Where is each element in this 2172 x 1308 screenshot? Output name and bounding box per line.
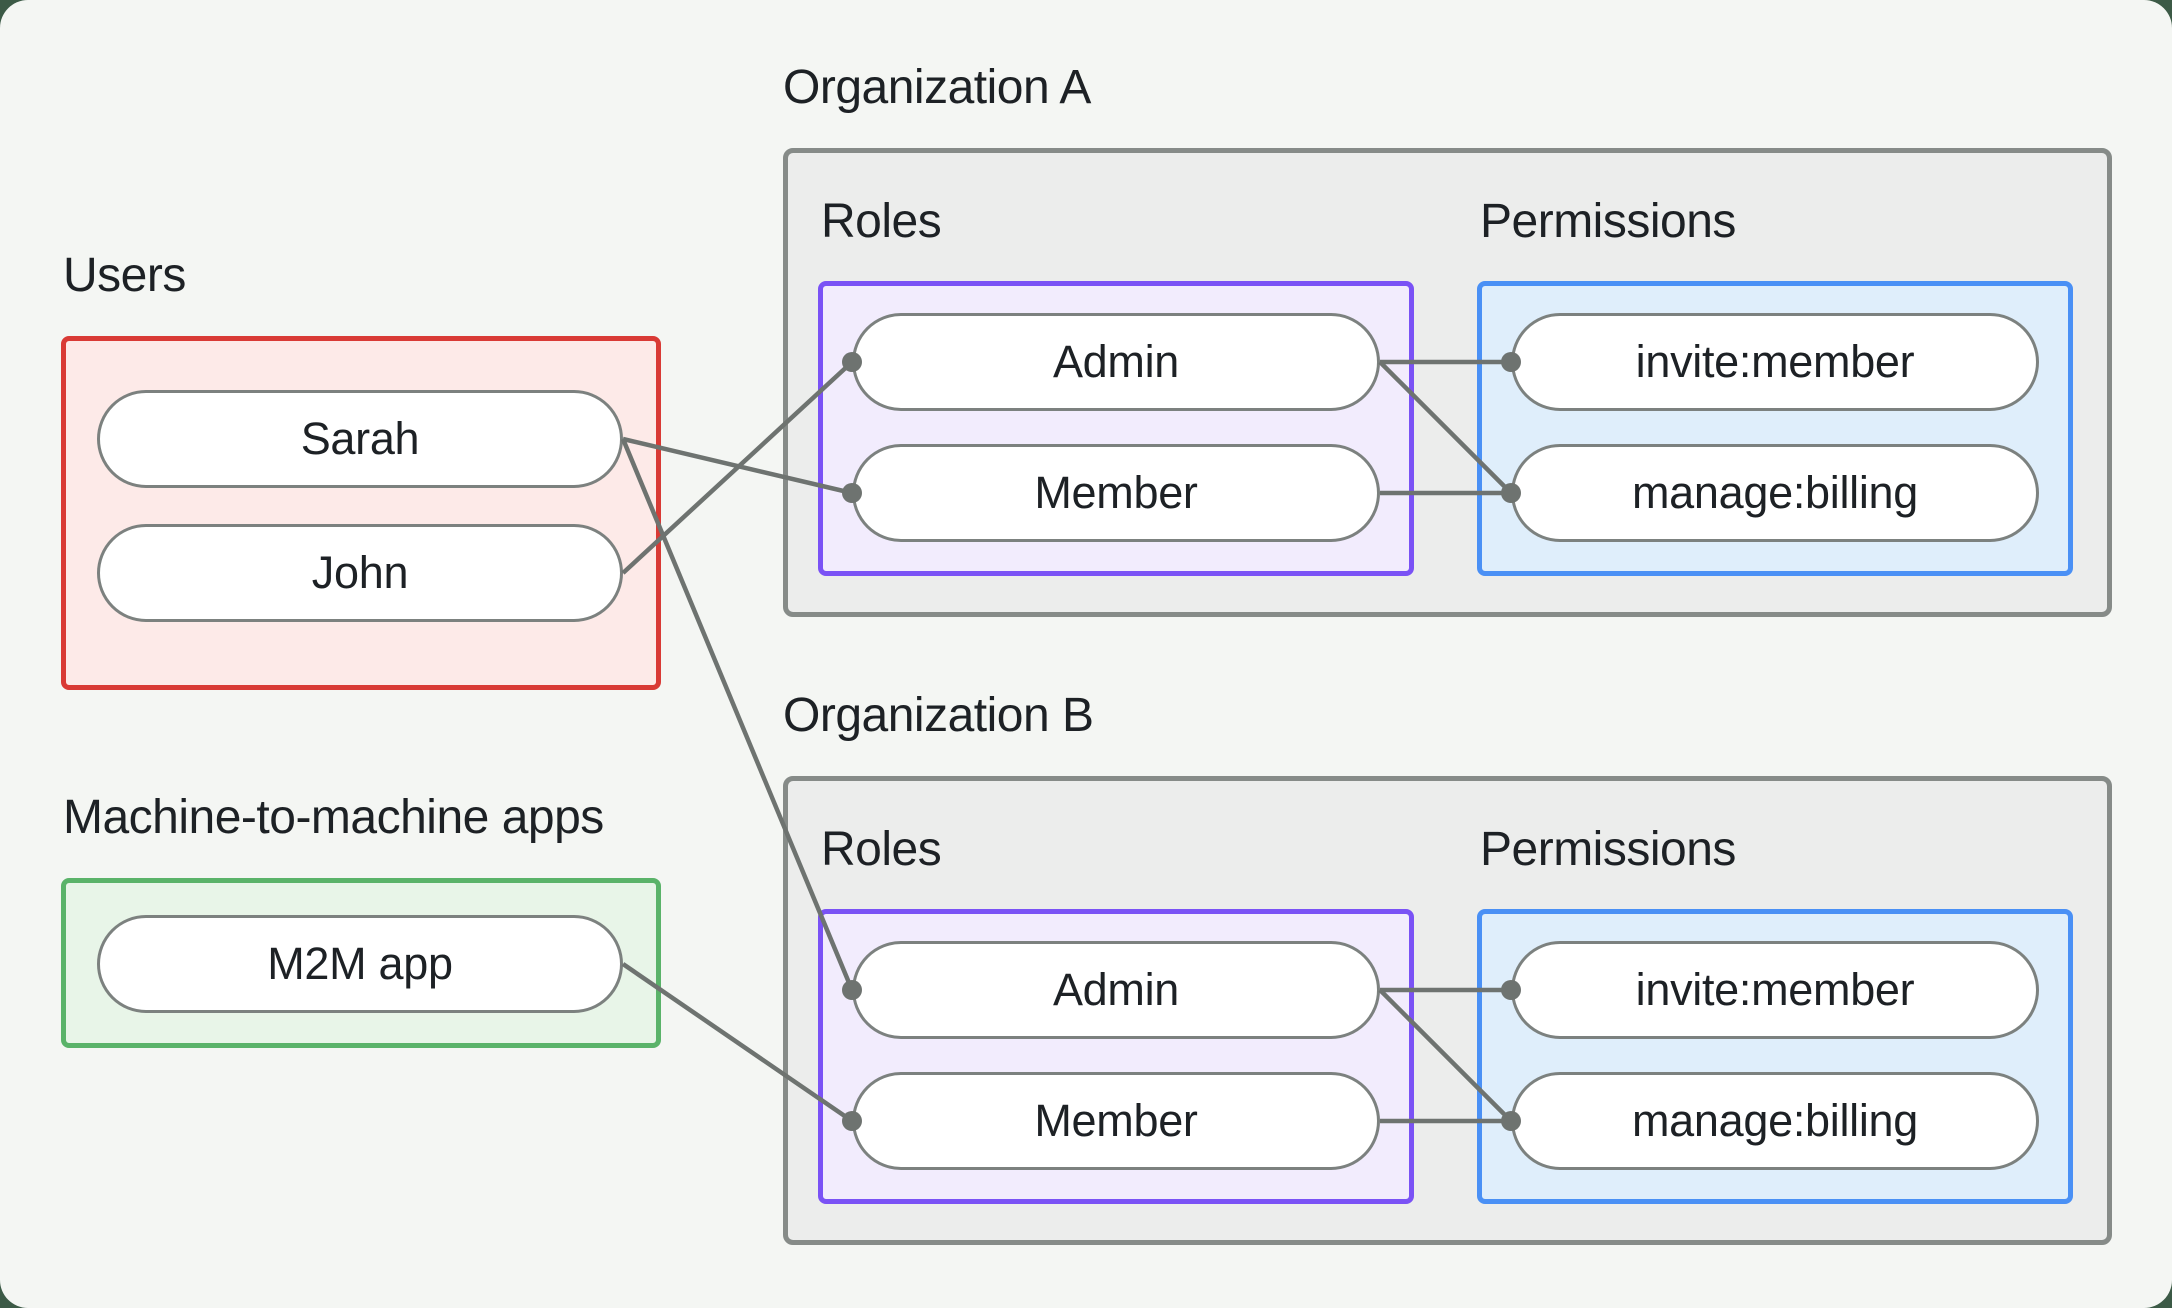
user-pill-sarah: Sarah: [97, 390, 623, 488]
org-a-roles-label: Roles: [821, 195, 942, 248]
org-a-permission-manage-billing-label: manage:billing: [1632, 467, 1918, 518]
org-b-permission-manage-billing-label: manage:billing: [1632, 1095, 1918, 1146]
org-a-permission-invite-member: invite:member: [1511, 313, 2039, 411]
org-b-permission-invite-member: invite:member: [1511, 941, 2039, 1039]
org-b-permission-invite-member-label: invite:member: [1635, 964, 1915, 1015]
org-a-permissions-label: Permissions: [1480, 195, 1736, 248]
org-a-permission-invite-member-label: invite:member: [1635, 336, 1915, 387]
m2m-section-label: Machine-to-machine apps: [63, 791, 604, 844]
org-b-roles-label: Roles: [821, 823, 942, 876]
org-a-role-admin: Admin: [852, 313, 1380, 411]
user-pill-john: John: [97, 524, 623, 622]
org-b-permissions-label: Permissions: [1480, 823, 1736, 876]
m2m-pill-app-label: M2M app: [267, 938, 453, 989]
org-a-permission-manage-billing: manage:billing: [1511, 444, 2039, 542]
user-pill-john-label: John: [311, 547, 409, 598]
org-b-permission-manage-billing: manage:billing: [1511, 1072, 2039, 1170]
user-pill-sarah-label: Sarah: [300, 413, 420, 464]
org-a-role-member-label: Member: [1034, 467, 1198, 518]
org-a-role-admin-label: Admin: [1052, 336, 1180, 387]
org-a-role-member: Member: [852, 444, 1380, 542]
org-b-role-admin-label: Admin: [1052, 964, 1180, 1015]
users-section-label: Users: [63, 249, 186, 302]
m2m-pill-app: M2M app: [97, 915, 623, 1013]
org-b-title: Organization B: [783, 689, 1094, 742]
org-b-role-member: Member: [852, 1072, 1380, 1170]
org-b-role-admin: Admin: [852, 941, 1380, 1039]
org-a-title: Organization A: [783, 61, 1091, 114]
org-b-role-member-label: Member: [1034, 1095, 1198, 1146]
